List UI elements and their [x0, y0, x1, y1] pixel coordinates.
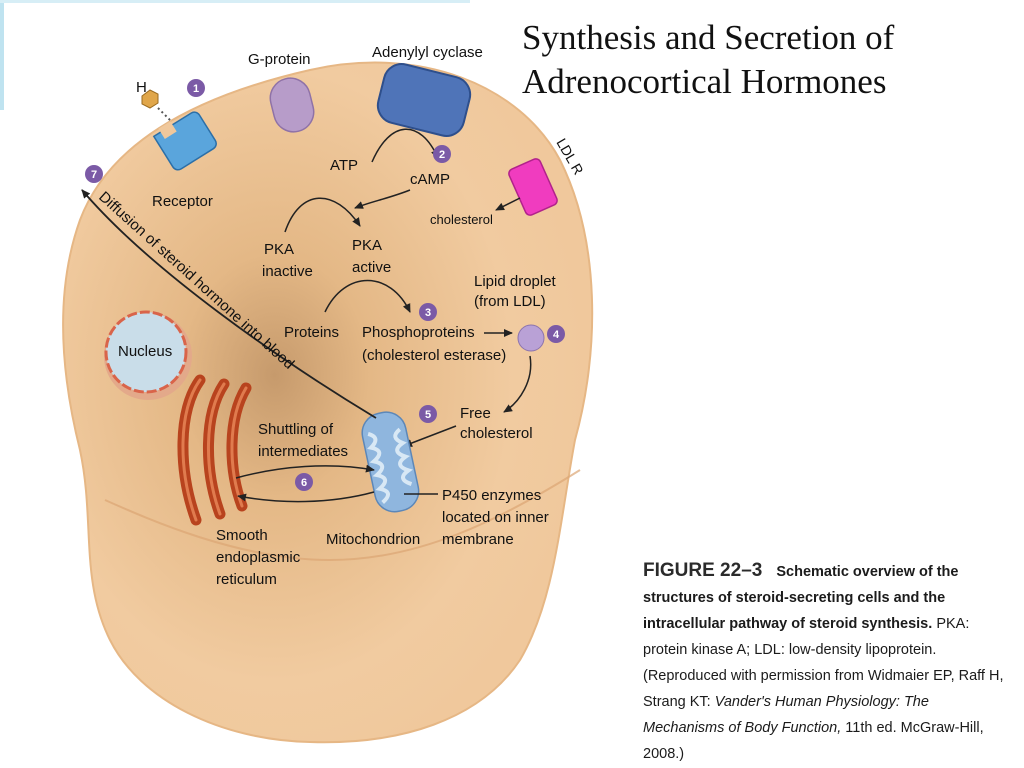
free-cholesterol-to-mitochondrion-arrow	[403, 425, 457, 447]
step-1-number: 1	[193, 83, 199, 95]
free-cholesterol-label-1: Free	[460, 405, 491, 422]
g-protein-shape	[269, 77, 315, 133]
hormone-label: H	[136, 79, 147, 96]
camp-label: cAMP	[410, 171, 450, 188]
adenylyl-cyclase-shape	[376, 63, 472, 137]
nucleus-label: Nucleus	[118, 343, 172, 360]
receptor-label: Receptor	[152, 193, 213, 210]
proteins-to-phosphoproteins-arrow	[324, 279, 411, 313]
p450-label-2: located on inner	[442, 509, 549, 526]
pka-inactive-to-active-arrow	[284, 197, 361, 233]
nucleus	[104, 310, 188, 394]
lipid-droplet-label-2: (from LDL)	[474, 293, 546, 310]
step-7-badge: 7	[85, 165, 103, 183]
smooth-er-label-2: endoplasmic	[216, 549, 301, 566]
camp-to-pka-arrow	[354, 189, 411, 209]
pka-inactive-label-2: inactive	[262, 263, 313, 280]
figure-caption: FIGURE 22–3 Schematic overview of the st…	[643, 558, 1013, 767]
lipid-droplet-label-1: Lipid droplet	[474, 273, 557, 290]
er-to-mitochondrion-arrow	[235, 464, 375, 479]
pka-inactive-label-1: PKA	[264, 241, 294, 258]
shuttling-label-2: intermediates	[258, 443, 348, 460]
figure-caption-edition: 11th ed. McGraw-Hill, 2008.)	[643, 720, 984, 762]
step-6-number: 6	[301, 477, 307, 489]
cholesterol-esterase-label: (cholesterol esterase)	[362, 347, 506, 364]
figure-caption-permission: (Reproduced with permission from Widmaie…	[643, 668, 1004, 710]
slide-title: Synthesis and Secretion of Adrenocortica…	[522, 16, 1002, 104]
step-3-number: 3	[425, 307, 431, 319]
step-2-number: 2	[439, 149, 445, 161]
step-4-number: 4	[553, 329, 560, 341]
mitochondrion	[361, 411, 420, 513]
phosphoproteins-label: Phosphoproteins	[362, 324, 475, 341]
figure-caption-book: Vander's Human Physiology: The Mechanism…	[643, 694, 929, 736]
figure-caption-lead: Schematic overview of the structures of …	[643, 564, 959, 632]
hormone-molecule	[141, 89, 159, 109]
smooth-er	[177, 374, 252, 526]
step-5-badge: 5	[419, 405, 437, 423]
atp-to-camp-arrow	[371, 128, 439, 163]
step-7-number: 7	[91, 169, 97, 181]
p450-label-3: membrane	[442, 531, 514, 548]
smooth-er-label-1: Smooth	[216, 527, 268, 544]
step-4-badge: 4	[547, 325, 565, 343]
hormone-binding-dots	[157, 107, 173, 123]
figure-caption-definitions: PKA: protein kinase A; LDL: low-density …	[643, 616, 970, 658]
droplet-to-free-cholesterol-arrow	[503, 355, 532, 413]
pka-active-label-1: PKA	[352, 237, 382, 254]
step-6-badge: 6	[295, 473, 313, 491]
step-1-badge: 1	[187, 79, 205, 97]
ldlr-to-cholesterol-arrow	[495, 197, 521, 211]
cell-body	[62, 61, 594, 744]
figure-number: FIGURE 22–3	[643, 560, 763, 581]
pka-active-label-2: active	[352, 259, 391, 276]
slide-top-accent	[0, 0, 470, 3]
slide-edge-accent	[0, 0, 4, 110]
adenylyl-cyclase-label: Adenylyl cyclase	[372, 44, 483, 61]
diffusion-arrow	[81, 189, 377, 419]
mitochondrion-label: Mitochondrion	[326, 531, 420, 548]
proteins-label: Proteins	[284, 324, 339, 341]
receptor	[152, 111, 217, 171]
slide-title-line-2: Adrenocortical Hormones	[522, 62, 887, 101]
lipid-droplet	[517, 324, 545, 352]
step-3-badge: 3	[419, 303, 437, 321]
atp-label: ATP	[330, 157, 358, 174]
shuttling-label-1: Shuttling of	[258, 421, 334, 438]
p450-label-1: P450 enzymes	[442, 487, 541, 504]
cell-lower-fold	[104, 469, 581, 562]
cholesterol-label: cholesterol	[430, 212, 493, 227]
free-cholesterol-label-2: cholesterol	[460, 425, 533, 442]
mitochondrion-to-er-arrow	[237, 491, 375, 503]
step-2-badge: 2	[433, 145, 451, 163]
slide-title-line-1: Synthesis and Secretion of	[522, 18, 895, 57]
step-5-number: 5	[425, 409, 431, 421]
ldl-receptor-shape	[508, 158, 558, 216]
smooth-er-label-3: reticulum	[216, 571, 277, 588]
g-protein-label: G-protein	[248, 51, 311, 68]
